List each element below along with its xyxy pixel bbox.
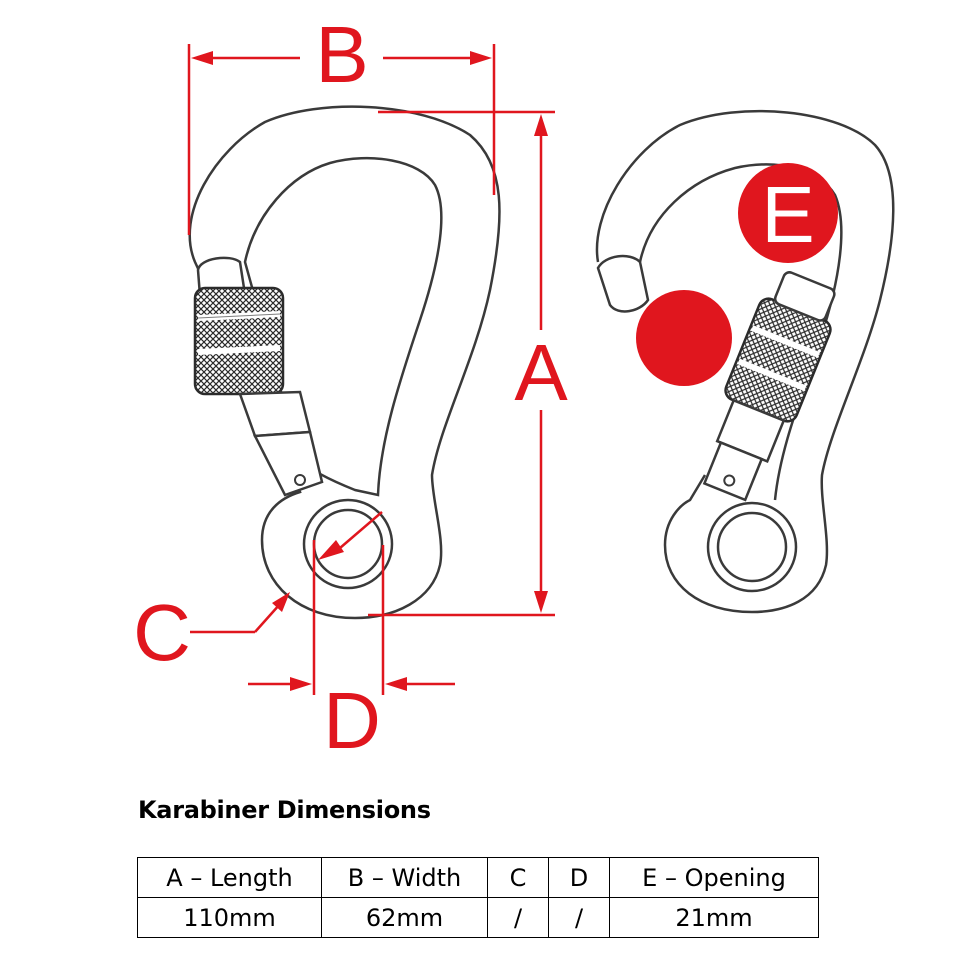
gate-shaft xyxy=(238,390,312,438)
header-e: E – Opening xyxy=(609,857,819,898)
eye-ring-inner-open xyxy=(716,511,788,583)
karabiner-open-view: E xyxy=(595,109,895,614)
dimension-lines xyxy=(187,44,555,695)
label-e-badge xyxy=(738,163,838,263)
gate-tip xyxy=(196,256,246,298)
label-b: B xyxy=(315,10,368,99)
header-c: C xyxy=(487,857,549,898)
table-title: Karabiner Dimensions xyxy=(138,796,431,824)
value-d: / xyxy=(548,897,610,938)
header-d: D xyxy=(548,857,610,898)
label-d: D xyxy=(323,676,381,765)
locking-sleeve xyxy=(193,286,285,396)
dimensions-table: A – Length B – Width C D E – Opening 110… xyxy=(137,857,819,938)
value-a: 110mm xyxy=(137,897,322,938)
table-header-row: A – Length B – Width C D E – Opening xyxy=(137,857,819,898)
table-value-row: 110mm 62mm / / 21mm xyxy=(137,897,819,938)
value-b: 62mm xyxy=(321,897,488,938)
label-a: A xyxy=(514,328,568,417)
header-a: A – Length xyxy=(137,857,322,898)
value-c: / xyxy=(487,897,549,938)
value-e: 21mm xyxy=(609,897,819,938)
nose-tip xyxy=(596,254,650,313)
karabiner-closed-view xyxy=(188,105,501,620)
karabiner-diagram: E B A C D xyxy=(133,10,895,765)
label-c: C xyxy=(133,588,191,677)
gate-opening-marker xyxy=(636,290,732,386)
header-b: B – Width xyxy=(321,857,488,898)
label-e: E xyxy=(761,170,814,259)
karabiner-open-body-outline xyxy=(595,109,895,614)
gate-rivet xyxy=(294,474,306,486)
